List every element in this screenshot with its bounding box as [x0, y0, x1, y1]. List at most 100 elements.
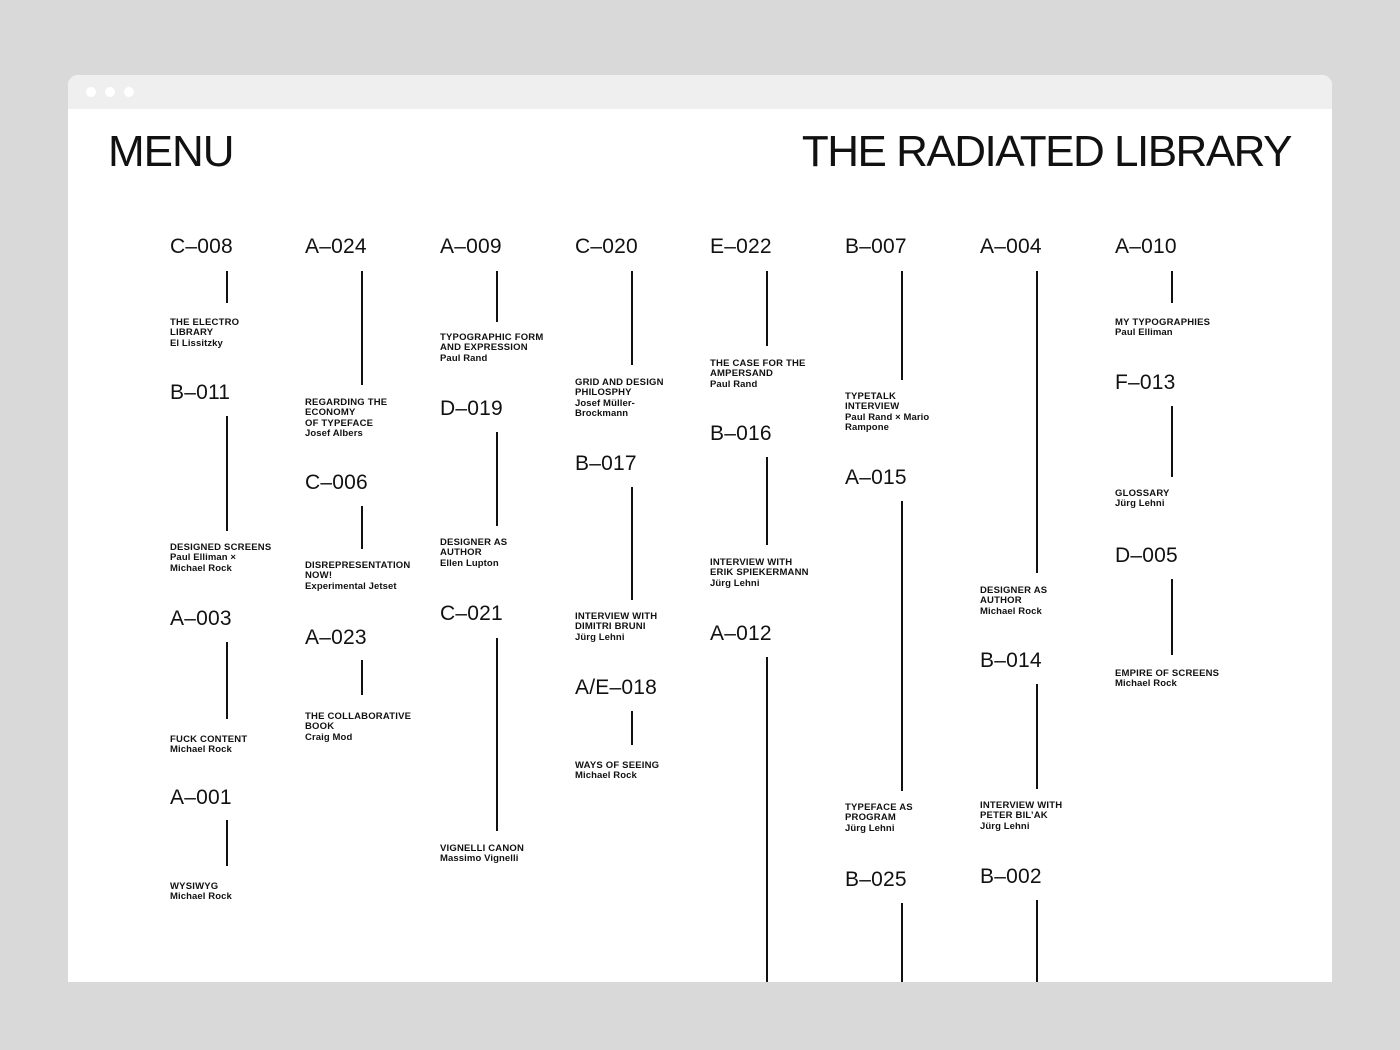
catalog-code[interactable]: B–011 [170, 381, 231, 404]
book-title[interactable]: EMPIRE OF SCREENS [1115, 668, 1220, 679]
window-minimize-dot[interactable] [105, 87, 115, 97]
catalog-code[interactable]: C–006 [305, 471, 368, 494]
book-title[interactable]: INTERVIEW WITH PETER BIL’AK [980, 800, 1063, 822]
catalog-code[interactable]: B–016 [710, 422, 772, 445]
window-maximize-dot[interactable] [124, 87, 134, 97]
book-title[interactable]: INTERVIEW WITH ERIK SPIEKERMANN [710, 557, 809, 579]
connector-line [631, 711, 633, 745]
book-title[interactable]: REGARDING THE ECONOMY OF TYPEFACE [305, 397, 388, 429]
browser-titlebar [68, 75, 1332, 109]
connector-line [766, 271, 768, 346]
connector-line [901, 903, 903, 982]
book-title[interactable]: GRID AND DESIGN PHILOSPHY [575, 377, 664, 399]
book-title[interactable]: THE COLLABORATIVE BOOK [305, 711, 412, 733]
book-author: Massimo Vignelli [440, 853, 519, 865]
connector-line [361, 271, 363, 385]
connector-line [496, 638, 498, 831]
catalog-code[interactable]: A–003 [170, 607, 232, 630]
catalog-code[interactable]: B–025 [845, 868, 907, 891]
catalog-code[interactable]: D–019 [440, 397, 503, 420]
connector-line [226, 820, 228, 866]
book-author: Michael Rock [980, 605, 1042, 617]
book-title[interactable]: TYPETALK INTERVIEW [845, 391, 900, 413]
book-title[interactable]: TYPEFACE AS PROGRAM [845, 802, 913, 824]
catalog-code[interactable]: B–007 [845, 235, 907, 258]
connector-line [1036, 684, 1038, 789]
book-title[interactable]: DESIGNER AS AUTHOR [440, 537, 508, 559]
catalog-code[interactable]: C–008 [170, 235, 233, 258]
book-title[interactable]: GLOSSARY [1115, 488, 1170, 499]
book-title[interactable]: FUCK CONTENT [170, 734, 248, 745]
catalog-code[interactable]: A–012 [710, 622, 772, 645]
catalog-code[interactable]: C–020 [575, 235, 638, 258]
catalog-code[interactable]: A–023 [305, 626, 367, 649]
book-author: Experimental Jetset [305, 580, 397, 592]
book-author: Jürg Lehni [710, 577, 760, 589]
connector-line [631, 487, 633, 600]
book-title[interactable]: THE ELECTRO LIBRARY [170, 317, 240, 339]
connector-line [1171, 579, 1173, 655]
menu-link[interactable]: MENU [108, 127, 235, 176]
book-title[interactable]: DESIGNER AS AUTHOR [980, 585, 1048, 607]
book-title[interactable]: INTERVIEW WITH DIMITRI BRUNI [575, 611, 658, 633]
book-title[interactable]: DISREPRESENTATION NOW! [305, 560, 411, 582]
window-close-dot[interactable] [86, 87, 96, 97]
book-title[interactable]: DESIGNED SCREENS [170, 542, 272, 553]
connector-line [766, 657, 768, 982]
catalog-code[interactable]: A–009 [440, 235, 502, 258]
catalog-code[interactable]: B–017 [575, 452, 637, 475]
book-title[interactable]: WYSIWYG [170, 881, 219, 892]
catalog-code[interactable]: A–015 [845, 466, 907, 489]
catalog-code[interactable]: A–024 [305, 235, 367, 258]
connector-line [901, 501, 903, 791]
connector-line [226, 416, 228, 531]
catalog-code[interactable]: F–013 [1115, 371, 1176, 394]
connector-line [496, 432, 498, 526]
book-author: Jürg Lehni [845, 822, 895, 834]
book-author: Michael Rock [170, 744, 232, 756]
book-author: Josef Müller- Brockmann [575, 397, 635, 419]
book-author: Ellen Lupton [440, 557, 499, 569]
catalog-code[interactable]: C–021 [440, 602, 503, 625]
catalog-code[interactable]: B–014 [980, 649, 1042, 672]
book-author: Craig Mod [305, 731, 353, 743]
connector-line [361, 506, 363, 549]
book-title[interactable]: THE CASE FOR THE AMPERSAND [710, 358, 806, 380]
catalog-code[interactable]: A–010 [1115, 235, 1177, 258]
book-author: Paul Rand [440, 352, 488, 364]
catalog-code[interactable]: D–005 [1115, 544, 1178, 567]
connector-line [766, 457, 768, 545]
catalog-code[interactable]: E–022 [710, 235, 772, 258]
catalog-code[interactable]: B–002 [980, 865, 1042, 888]
book-title[interactable]: WAYS OF SEEING [575, 760, 660, 771]
book-title[interactable]: TYPOGRAPHIC FORM AND EXPRESSION [440, 332, 544, 354]
book-title[interactable]: VIGNELLI CANON [440, 843, 525, 854]
catalog-code[interactable]: A–001 [170, 786, 232, 809]
book-entry[interactable]: DISREPRESENTATION NOW!Experimental Jetse… [305, 560, 435, 592]
catalog-code[interactable]: A/E–018 [575, 676, 657, 699]
book-title[interactable]: MY TYPOGRAPHIES [1115, 317, 1211, 328]
catalog-code[interactable]: A–004 [980, 235, 1042, 258]
